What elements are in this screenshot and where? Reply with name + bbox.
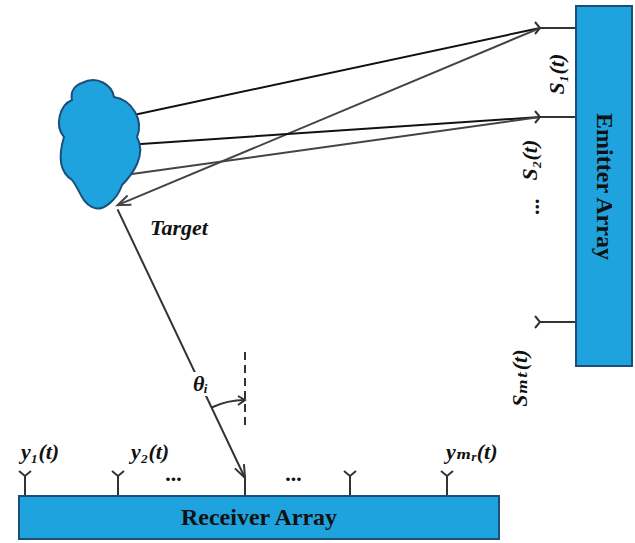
receiver-antenna bbox=[244, 476, 246, 495]
array-label: Emitter Array bbox=[591, 113, 618, 260]
signal-ray bbox=[100, 117, 576, 182]
emitter-antenna bbox=[540, 116, 575, 118]
ray-line bbox=[100, 117, 576, 179]
signal-label: ... bbox=[520, 197, 544, 216]
target-label: Target bbox=[150, 215, 208, 241]
receiver-antenna bbox=[24, 476, 26, 495]
angle-arc-head bbox=[238, 396, 245, 405]
antenna-tip bbox=[344, 471, 356, 476]
receiver-antenna bbox=[117, 476, 119, 495]
signal-label: S₂(t) bbox=[518, 139, 542, 182]
antenna-tip bbox=[535, 111, 540, 123]
signal-label: y₂(t) bbox=[130, 440, 170, 464]
antenna-tip bbox=[112, 471, 124, 476]
arrow-head bbox=[235, 464, 245, 478]
signal-label: Sₘₜ(t) bbox=[508, 348, 532, 407]
emitter-antenna bbox=[540, 321, 575, 323]
antenna-tip bbox=[441, 471, 453, 476]
signal-ray bbox=[118, 28, 575, 205]
receiver-antenna bbox=[349, 476, 351, 495]
receiver-antenna bbox=[446, 476, 448, 495]
signal-label: ... bbox=[285, 462, 304, 486]
normal-line bbox=[244, 352, 246, 425]
array-label: Receiver Array bbox=[181, 504, 337, 531]
ray-line bbox=[118, 209, 245, 495]
ray-line bbox=[72, 28, 575, 128]
arrow-head bbox=[118, 196, 132, 206]
signal-ray bbox=[72, 28, 575, 130]
antenna-tip bbox=[535, 316, 540, 328]
target-outline bbox=[52, 75, 147, 215]
emitter-antenna bbox=[540, 27, 575, 29]
antenna-tip bbox=[535, 22, 540, 34]
array-bar: Emitter Array bbox=[575, 5, 633, 367]
signal-label: yₘᵣ(t) bbox=[445, 440, 498, 464]
signal-ray bbox=[118, 209, 245, 495]
target-shape: Target bbox=[52, 75, 147, 215]
signal-label: ... bbox=[165, 462, 184, 486]
signal-label: y₁(t) bbox=[20, 440, 60, 464]
signal-label: S₁(t) bbox=[545, 53, 569, 96]
ray-line bbox=[118, 28, 575, 205]
angle-label: θᵢ bbox=[192, 372, 209, 396]
antenna-tip bbox=[19, 471, 31, 476]
target-blob bbox=[59, 80, 140, 208]
array-bar: Receiver Array bbox=[18, 495, 500, 540]
